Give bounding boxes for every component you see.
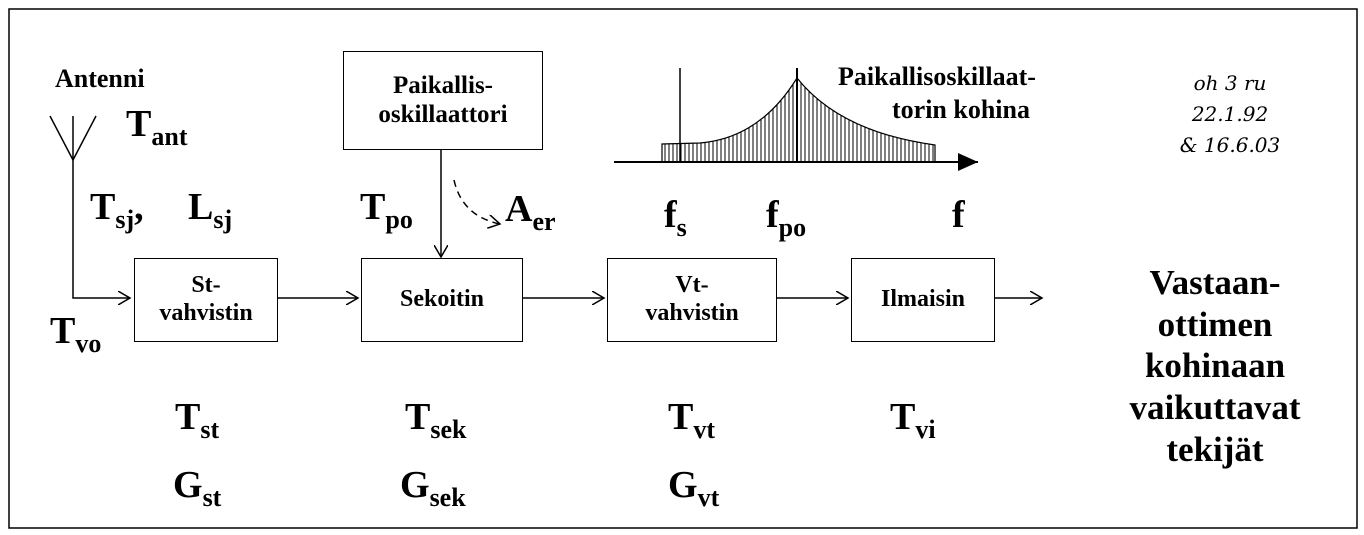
outer-frame: [8, 8, 1358, 529]
t-vo-symbol: Tvo: [50, 310, 102, 359]
t-sj-symbol: Tsj,: [90, 186, 144, 235]
t-vi-symbol: Tvi: [890, 396, 936, 445]
mixer-label: Sekoitin: [399, 286, 485, 313]
g-st-symbol: Gst: [173, 464, 222, 513]
local-oscillator-line2: oskillaattori: [378, 100, 508, 128]
g-sek-symbol: Gsek: [400, 464, 466, 513]
spectrum-title-line2: torin kohina: [892, 95, 1030, 124]
fpo-label: fpo: [766, 194, 807, 243]
g-vt-symbol: Gvt: [668, 464, 720, 513]
title-line1: Vastaan-: [1149, 263, 1281, 302]
title-line5: tekijät: [1166, 429, 1264, 469]
spectrum-title-line1: Paikallisoskillaat-: [838, 62, 1036, 91]
note-line3: & 16.6.03: [1179, 133, 1281, 157]
spectrum-plot: [614, 68, 978, 171]
mixer-box: Sekoitin: [361, 258, 523, 342]
rf-amplifier-box: St- vahvistin: [134, 258, 278, 342]
f-axis-label: f: [952, 194, 965, 236]
antenna-label: Antenni: [55, 64, 145, 93]
if-amplifier-box: Vt- vahvistin: [607, 258, 777, 342]
t-st-symbol: Tst: [175, 396, 220, 445]
t-sek-symbol: Tsek: [405, 396, 467, 445]
t-ant-symbol: Tant: [126, 103, 188, 152]
detector-label: Ilmaisin: [880, 286, 966, 313]
antenna-icon: [49, 115, 130, 298]
diagram-title: Vastaan- ottimen kohinaan vaikuttavat te…: [1100, 262, 1330, 470]
rf-amplifier-line2: vahvistin: [159, 300, 253, 326]
note-line2: 22.1.92: [1191, 102, 1269, 126]
l-sj-symbol: Lsj: [188, 186, 233, 235]
rf-amplifier-line1: St-: [191, 272, 221, 299]
radiation-arrow: [453, 179, 500, 224]
handwritten-note: oh 3 ru 22.1.92 & 16.6.03: [1155, 68, 1305, 161]
if-amplifier-line1: Vt-: [675, 272, 709, 299]
if-amplifier-line2: vahvistin: [645, 300, 739, 326]
note-line1: oh 3 ru: [1193, 71, 1267, 95]
t-vt-symbol: Tvt: [668, 396, 716, 445]
title-line4: vaikuttavat: [1129, 387, 1301, 427]
local-oscillator-line1: Paikallis-: [392, 71, 493, 99]
local-oscillator-box: Paikallis- oskillaattori: [343, 51, 543, 150]
t-po-symbol: Tpo: [360, 186, 413, 235]
title-line2: ottimen: [1157, 304, 1273, 344]
title-line3: kohinaan: [1144, 346, 1286, 386]
detector-box: Ilmaisin: [851, 258, 995, 342]
fs-label: fs: [664, 194, 687, 243]
a-er-symbol: Aer: [505, 188, 556, 237]
